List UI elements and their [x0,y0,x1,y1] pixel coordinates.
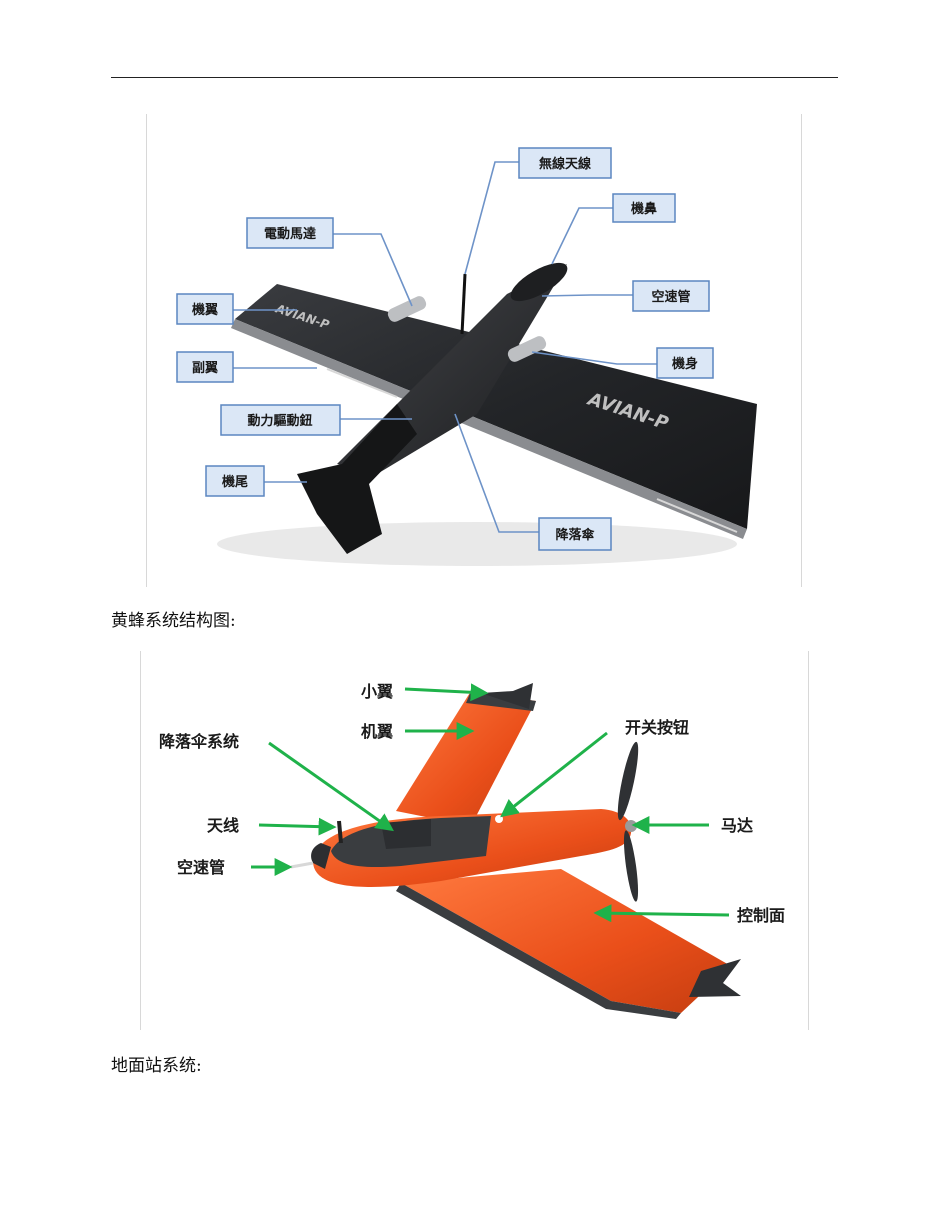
figure-avian-p-structure: AVIAN-P AVIAN-P 無線天線 機鼻 [146,114,802,587]
lower-wing [401,869,731,1013]
svg-text:機鼻: 機鼻 [631,201,657,217]
svg-text:機身: 機身 [672,356,698,372]
avian-p-diagram: AVIAN-P AVIAN-P 無線天線 機鼻 [176,147,757,566]
svg-text:電動馬達: 電動馬達 [264,226,316,242]
header-rule [111,77,838,78]
svg-text:機尾: 機尾 [222,474,248,490]
antenna-mast [460,273,467,335]
figure-hornet-structure: 小翼 机翼 降落伞系统 开关按钮 天线 马达 空速管 控制面 [140,651,809,1030]
label-parachute: 降落傘 [538,517,612,551]
aileron-hinge-right [656,498,738,533]
aircraft-shadow [217,522,737,566]
motor-pod-left [387,296,427,322]
label-electric-motor: 電動馬達 [246,217,334,249]
tail-fin [297,404,417,554]
wing-trailing-edge [231,319,747,539]
label-winglet: 小翼 [361,682,393,701]
label-power-button: 動力驅動鈕 [220,404,341,436]
label-pitot-tube: 空速管 [177,858,225,877]
caption-ground-station: 地面站系统: [111,1056,202,1076]
label-motor: 马达 [721,816,753,835]
nose-tip [311,843,331,869]
label-parachute-system: 降落伞系统 [159,732,239,751]
propeller-blade-bottom [623,830,639,902]
svg-text:無線天線: 無線天線 [539,156,592,172]
svg-text:副翼: 副翼 [192,361,218,376]
aileron-hinge-left [326,368,398,398]
antenna-mast [337,820,343,844]
nose-cone [510,262,568,302]
label-switch-button: 开关按钮 [625,718,689,737]
lower-winglet [689,959,741,997]
svg-text:空速管: 空速管 [651,289,690,305]
label-nose: 機鼻 [612,193,676,223]
upper-winglet [481,683,533,709]
label-wing: 機翼 [176,293,234,325]
upper-wing [396,691,536,826]
label-control-surface: 控制面 [737,906,785,925]
motor-pod-right [507,336,547,362]
main-wing [235,284,757,529]
label-antenna: 天线 [207,816,239,835]
leader-lines [233,161,657,533]
label-pitot-tube: 空速管 [632,280,710,312]
svg-text:動力驅動鈕: 動力驅動鈕 [247,413,312,429]
propeller-blade-top [617,741,639,821]
pointer-arrows [251,683,730,923]
svg-text:降落傘: 降落傘 [555,527,595,543]
label-tail: 機尾 [205,465,265,497]
caption-hornet-structure: 黄蜂系统结构图: [111,611,236,631]
lower-wing-trailing-edge [396,883,681,1019]
label-wireless-antenna: 無線天線 [518,147,612,179]
switch-button-marker [495,815,503,823]
label-fuselage: 機身 [656,347,714,379]
pitot-tube [290,861,314,869]
label-wing: 机翼 [361,722,393,741]
label-aileron: 副翼 [176,351,234,383]
hornet-diagram: 小翼 机翼 降落伞系统 开关按钮 天线 马达 空速管 控制面 [159,682,785,1019]
parachute-hatch [381,819,431,849]
svg-text:機翼: 機翼 [192,302,218,318]
